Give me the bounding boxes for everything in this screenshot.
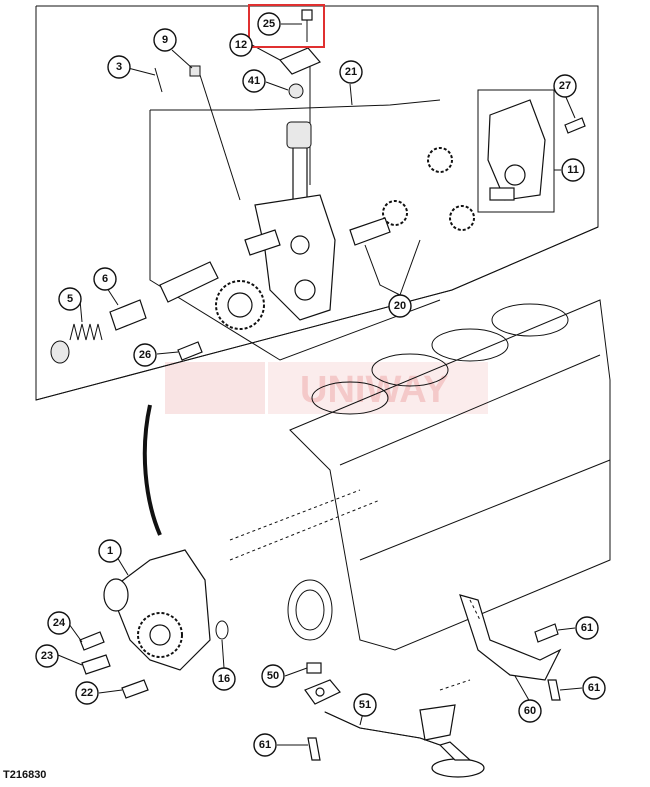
- pickup-tube: [304, 594, 562, 778]
- svg-text:5: 5: [67, 293, 73, 305]
- o-ring: [215, 620, 229, 640]
- callout-3: 3: [107, 55, 131, 79]
- svg-text:50: 50: [267, 670, 279, 682]
- svg-text:12: 12: [235, 39, 247, 51]
- svg-text:3: 3: [116, 61, 122, 73]
- check-ball: [288, 83, 304, 99]
- callout-23: 23: [35, 644, 59, 668]
- pump-body: [254, 194, 336, 321]
- svg-text:61: 61: [581, 622, 593, 634]
- callout-61-upper: 61: [575, 616, 599, 640]
- pump-cover-plate: [477, 89, 555, 213]
- svg-text:1: 1: [107, 545, 113, 557]
- callout-12: 12: [229, 33, 253, 57]
- callout-22: 22: [75, 681, 99, 705]
- svg-text:60: 60: [524, 705, 536, 717]
- bolt-25: [301, 9, 313, 21]
- callout-61-lower: 61: [253, 733, 277, 757]
- callout-25: 25: [257, 12, 281, 36]
- callout-60: 60: [518, 699, 542, 723]
- engine-block: [229, 299, 611, 651]
- svg-text:9: 9: [162, 34, 168, 46]
- svg-text:27: 27: [559, 80, 571, 92]
- detail-leader-line: [142, 404, 162, 536]
- pickup-bracket: [459, 594, 562, 681]
- svg-text:6: 6: [102, 273, 108, 285]
- callout-24: 24: [47, 611, 71, 635]
- callout-50: 50: [261, 664, 285, 688]
- highlight-box: [248, 4, 325, 48]
- callout-11: 11: [561, 158, 585, 182]
- callout-6: 6: [93, 267, 117, 291]
- svg-text:61: 61: [259, 739, 271, 751]
- callout-9: 9: [153, 28, 177, 52]
- cover-plug: [279, 47, 321, 75]
- svg-text:11: 11: [567, 164, 579, 176]
- svg-text:24: 24: [53, 617, 66, 629]
- pump-shaft: [292, 139, 308, 201]
- relief-spring: [69, 323, 103, 341]
- callout-21: 21: [339, 60, 363, 84]
- callout-61-middle: 61: [582, 676, 606, 700]
- svg-text:20: 20: [394, 300, 406, 312]
- callout-leaders: [57, 23, 583, 746]
- relief-valve: [109, 299, 147, 331]
- svg-text:51: 51: [359, 699, 371, 711]
- watermark: UNIWAY: [165, 362, 488, 414]
- oil-pump-exploded: [50, 9, 586, 364]
- callout-27: 27: [553, 74, 577, 98]
- callout-26: 26: [133, 343, 157, 367]
- callout-1: 1: [98, 539, 122, 563]
- idler-gear: [427, 147, 453, 173]
- svg-text:16: 16: [218, 673, 230, 685]
- svg-text:61: 61: [588, 682, 600, 694]
- callout-5: 5: [58, 287, 82, 311]
- callout-16: 16: [212, 667, 236, 691]
- svg-text:22: 22: [81, 687, 93, 699]
- svg-text:41: 41: [248, 75, 260, 87]
- callout-20: 20: [388, 294, 412, 318]
- svg-text:26: 26: [139, 349, 151, 361]
- svg-text:23: 23: [41, 650, 53, 662]
- svg-text:25: 25: [263, 18, 275, 30]
- svg-text:21: 21: [345, 66, 357, 78]
- callout-41: 41: [242, 69, 266, 93]
- figure-code: T216830: [3, 769, 47, 781]
- callout-51: 51: [353, 693, 377, 717]
- oil-pump-assembly: [79, 549, 229, 699]
- detail-view-frame: [35, 5, 599, 401]
- watermark-logo-block: [165, 362, 265, 414]
